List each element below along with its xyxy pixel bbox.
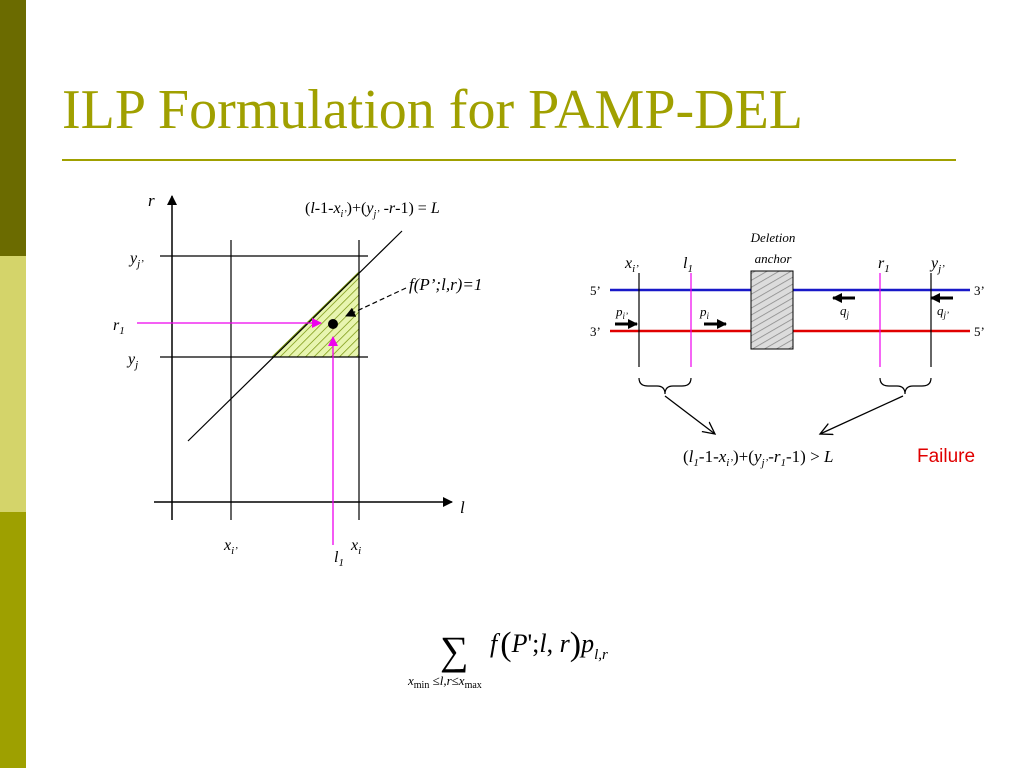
x-i-prime-label: xi’ (223, 537, 238, 557)
r1-label: r1 (113, 317, 125, 337)
y-j-prime-label: yj’ (128, 250, 144, 270)
p-i-prime-label: pi’ (615, 304, 628, 321)
left-brace-arrow (664, 395, 715, 434)
sidebar-bar-mid (0, 512, 26, 768)
anchor-label: anchor (755, 251, 793, 266)
summation-formula: ∑ f(P';l, r)pl,r xmin ≤l,r≤xmax (407, 626, 608, 691)
right-brace-arrow (820, 395, 904, 434)
q-j-label: qj (840, 303, 850, 320)
solution-point (328, 319, 338, 329)
slide-title: ILP Formulation for PAMP-DEL (62, 79, 803, 141)
right-diagram: Deletion anchor xi’ l1 r1 yj’ 5’ 3’ 3’ 5… (590, 230, 985, 469)
strand-3-left: 3’ (590, 324, 601, 339)
deletion-anchor-box (750, 270, 794, 350)
l1-label: l1 (334, 549, 344, 569)
f-value-label: f(P’;l,r)=1 (409, 275, 482, 294)
summation-limits: xmin ≤l,r≤xmax (407, 673, 482, 691)
strand-5-right: 5’ (974, 324, 985, 339)
feasible-region (270, 270, 360, 358)
f-label-pointer (345, 287, 407, 317)
y-j-label: yj (126, 351, 138, 371)
left-plot: r l yj’ r1 yj xi’ xi l1 (l-1-xi’)+(yj’ -… (113, 191, 482, 569)
sidebar-bar-light (0, 256, 26, 512)
sidebar-bar-dark (0, 0, 26, 256)
axis-l-label: l (460, 498, 465, 517)
strand-5-left: 5’ (590, 283, 601, 298)
right-brace (879, 377, 932, 395)
constraint-line (187, 230, 403, 442)
left-brace (638, 377, 692, 395)
y-j-prime-top-label: yj’ (929, 255, 945, 275)
axis-r-label: r (148, 191, 155, 210)
p-i-label: pi (699, 304, 710, 321)
failure-condition: (l1-1-xi’)+(yj’-r1-1) > L (683, 447, 833, 469)
deletion-label: Deletion (750, 230, 796, 245)
x-i-label: xi (350, 537, 361, 557)
failure-label: Failure (917, 446, 975, 467)
sigma-symbol: ∑ (440, 628, 469, 673)
constraint-equation: (l-1-xi’)+(yj’ -r-1) = L (305, 200, 440, 220)
r1-top-label: r1 (878, 255, 890, 275)
q-j-prime-label: qj’ (937, 303, 949, 320)
strand-3-right: 3’ (974, 283, 985, 298)
title-divider (62, 159, 956, 161)
objective-expression: f(P';l, r)pl,r (490, 626, 608, 663)
l1-top-label: l1 (683, 255, 693, 275)
x-i-prime-top-label: xi’ (624, 255, 639, 275)
